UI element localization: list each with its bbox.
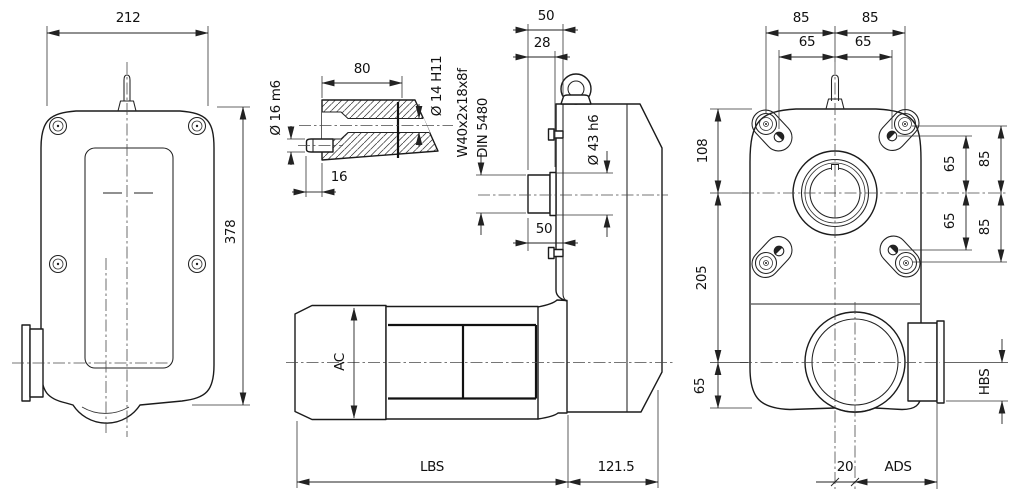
dim-dia43: Ø 43 h6 <box>586 115 602 166</box>
side-view: 50 28 W40x2x18x8f DIN 5480 Ø 43 h6 <box>286 8 673 488</box>
front-motor-arc-inner <box>81 406 130 414</box>
side-dim-ac: AC <box>332 307 358 419</box>
dim-ads: ADS <box>885 459 912 475</box>
dim-65-right: 65 <box>855 34 871 50</box>
side-dim-lbs: LBS <box>296 415 569 488</box>
detail-dim-length: 80 <box>321 61 403 98</box>
dim-65-up: 65 <box>942 156 958 172</box>
side-gearbox-body <box>555 103 663 413</box>
detail-dim-bore-dia: Ø 14 H11 <box>415 56 445 147</box>
rear-dim-65-bottom-left: 65 <box>692 361 752 409</box>
dim-lbs: LBS <box>420 459 444 475</box>
dim-80: 80 <box>354 61 370 77</box>
rear-dim-right-85: 85 85 <box>912 125 1007 263</box>
dim-65-left: 65 <box>799 34 815 50</box>
rear-view: 85 85 65 65 108 205 65 <box>692 10 1008 489</box>
front-cover-plate <box>84 147 174 369</box>
dim-85-right: 85 <box>862 10 878 26</box>
dim-65-dn: 65 <box>942 213 958 229</box>
front-screw-bottom-right <box>187 254 207 274</box>
front-dim-width: 212 <box>46 10 209 106</box>
rear-hub-flange <box>936 320 945 404</box>
rear-dim-hbs: HBS <box>944 339 1008 424</box>
dim-121-5: 121.5 <box>598 459 635 475</box>
rear-dim-bottom: 20 ADS <box>816 404 938 489</box>
rear-pad-bottom-left <box>751 236 793 278</box>
front-breather-pin <box>117 74 137 112</box>
dim-85-dn: 85 <box>977 219 993 235</box>
rear-dim-right-65: 65 65 <box>898 135 972 251</box>
dim-16: 16 <box>331 169 347 185</box>
front-view: 212 378 <box>12 10 250 437</box>
side-centerlines <box>286 194 673 363</box>
dim-spline-norm: DIN 5480 <box>475 98 491 158</box>
rear-dim-top-85: 85 85 <box>765 10 906 114</box>
rear-dim-top-65: 65 65 <box>778 34 893 129</box>
dim-50-bottom: 50 <box>536 221 552 237</box>
dim-85-left: 85 <box>793 10 809 26</box>
side-dim-50-top: 50 <box>513 8 578 170</box>
front-screw-top-left <box>48 116 68 136</box>
dim-28: 28 <box>534 35 550 51</box>
side-dim-28: 28 <box>513 35 570 167</box>
dim-hbs: HBS <box>977 369 993 396</box>
shaft-section-detail: 80 Ø 16 m6 Ø 14 H11 16 <box>268 56 453 197</box>
front-screw-top-right <box>187 116 207 136</box>
dim-50-top: 50 <box>538 8 554 24</box>
side-output-shaft <box>527 174 551 214</box>
side-plate-bolt-bottom <box>547 246 564 260</box>
front-centerlines <box>12 62 168 437</box>
side-plate-bolt-top <box>547 128 564 141</box>
section-centerlines <box>298 125 453 146</box>
dim-85-up: 85 <box>977 151 993 167</box>
rear-pad-bottom-right <box>879 235 921 278</box>
front-housing-outline <box>40 110 215 424</box>
motor-adapter <box>537 299 568 420</box>
rear-hub-body <box>907 322 938 402</box>
side-dim-121-5: 121.5 <box>567 390 659 488</box>
side-shaft-collar <box>549 171 557 217</box>
dim-65-bl: 65 <box>692 378 708 394</box>
rear-dim-108: 108 <box>695 108 752 194</box>
dim-212: 212 <box>116 10 141 26</box>
dim-205: 205 <box>694 266 710 291</box>
dim-dia14: Ø 14 H11 <box>429 56 445 117</box>
dim-20: 20 <box>837 459 853 475</box>
side-eyebolt <box>560 73 592 105</box>
side-dim-spline: W40x2x18x8f DIN 5480 <box>455 67 526 235</box>
dim-ac: AC <box>332 353 348 371</box>
rear-dim-205: 205 <box>694 192 748 364</box>
detail-dim-pin-length: 16 <box>292 156 348 197</box>
detail-dim-shaft-dia: Ø 16 m6 <box>268 80 305 165</box>
front-dim-height: 378 <box>192 106 250 406</box>
dim-378: 378 <box>223 220 239 245</box>
dim-spline: W40x2x18x8f <box>455 67 471 158</box>
side-dim-collar-dia: Ø 43 h6 <box>557 115 613 237</box>
dim-dia16: Ø 16 m6 <box>268 80 284 135</box>
front-screw-bottom-left <box>48 254 68 274</box>
rear-housing-outline <box>749 108 922 413</box>
side-dim-50-bottom: 50 <box>513 218 578 251</box>
dim-108: 108 <box>695 139 711 164</box>
